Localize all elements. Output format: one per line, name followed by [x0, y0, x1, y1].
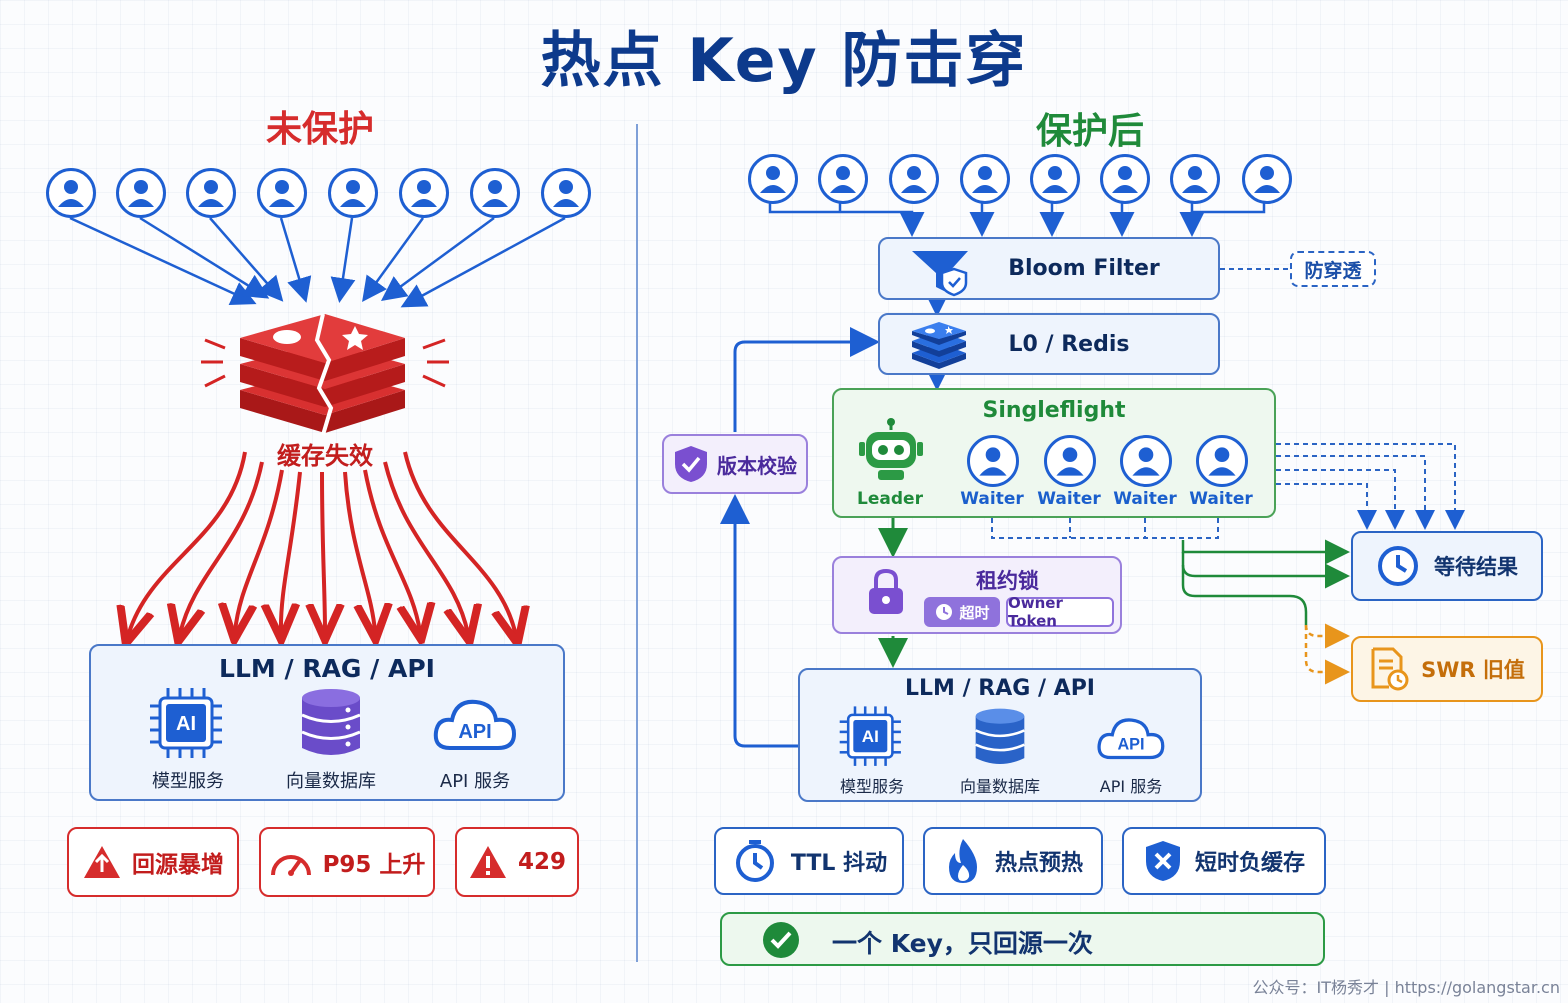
- database-icon: [301, 689, 361, 755]
- wait-result-label: 等待结果: [1434, 555, 1518, 579]
- clock-small-icon: [936, 604, 953, 620]
- bloom-filter-label: Bloom Filter: [1008, 256, 1160, 281]
- version-check-box: 版本校验: [662, 434, 808, 494]
- section-divider: [636, 124, 638, 962]
- clock-icon: [1378, 546, 1418, 586]
- lock-icon: [869, 568, 903, 614]
- waiter-user-icon: [1044, 435, 1096, 487]
- warning-up-icon: [84, 846, 120, 878]
- anti-penetration-tag: 防穿透: [1290, 251, 1376, 287]
- waiter-label: Waiter: [1189, 489, 1253, 509]
- user-icon: [399, 168, 449, 218]
- shield-check-icon: [675, 446, 707, 482]
- api-cloud-icon: API: [1097, 718, 1165, 760]
- service-label: API 服务: [1099, 777, 1163, 796]
- user-icon: [186, 168, 236, 218]
- user-icon: [328, 168, 378, 218]
- ai-chip-icon: AI: [150, 688, 222, 758]
- waiter-user-icon: [1120, 435, 1172, 487]
- feature-label: 短时负缓存: [1194, 851, 1305, 876]
- database-icon: [975, 708, 1025, 764]
- clock-icon: [735, 840, 774, 882]
- service-label: 模型服务: [152, 771, 224, 792]
- bloom-filter-box: Bloom Filter: [878, 237, 1220, 300]
- svg-text:AI: AI: [862, 727, 879, 746]
- user-icon: [116, 168, 166, 218]
- redis-label: L0 / Redis: [1008, 331, 1130, 357]
- service-label: 向量数据库: [959, 777, 1040, 796]
- right-heading: 保护后: [1035, 111, 1144, 152]
- gauge-icon: [270, 855, 311, 876]
- waiter-label: Waiter: [1113, 489, 1177, 509]
- waiter-label: Waiter: [1037, 489, 1101, 509]
- page-title: 热点 Key 防击穿: [540, 26, 1028, 96]
- waiter-user-icon: [967, 435, 1019, 487]
- swr-box: SWR 旧值: [1351, 636, 1543, 702]
- lease-lock-title: 租约锁: [976, 569, 1039, 593]
- feature-label: TTL 抖动: [790, 851, 888, 876]
- feature-negative-cache: 短时负缓存: [1122, 827, 1326, 895]
- user-icon: [960, 154, 1010, 204]
- waiter-user-icon: [1196, 435, 1248, 487]
- badge-label: P95 上升: [322, 852, 426, 878]
- shield-x-icon: [1145, 841, 1180, 881]
- svg-text:API: API: [1117, 735, 1144, 753]
- svg-text:AI: AI: [176, 713, 196, 735]
- conclusion-box: 一个 Key，只回源一次: [720, 912, 1325, 966]
- service-label: API 服务: [439, 771, 511, 792]
- owner-token-tag: Owner Token: [1006, 594, 1114, 630]
- user-icon: [470, 168, 520, 218]
- robot-icon: [859, 418, 923, 480]
- badge-429: 429: [455, 827, 579, 897]
- singleflight-title: Singleflight: [982, 398, 1126, 423]
- user-icon: [748, 154, 798, 204]
- service-label: 向量数据库: [286, 771, 376, 792]
- leader-label: Leader: [857, 489, 923, 509]
- version-check-label: 版本校验: [717, 453, 797, 478]
- svg-text:API: API: [458, 721, 491, 743]
- user-icon: [46, 168, 96, 218]
- user-icon: [541, 168, 591, 218]
- cache-failure-label: 缓存失效: [277, 442, 373, 470]
- feature-label: 热点预热: [994, 851, 1083, 876]
- redis-box: L0 / Redis: [878, 313, 1220, 375]
- badge-label: 回源暴增: [132, 852, 224, 878]
- broken-redis-icon: [201, 313, 449, 436]
- user-icon: [1242, 154, 1292, 204]
- check-circle-icon: [763, 922, 799, 958]
- waiter-label: Waiter: [960, 489, 1024, 509]
- feature-ttl-jitter: TTL 抖动: [714, 827, 904, 895]
- right-backend-title: LLM / RAG / API: [905, 676, 1095, 701]
- left-heading: 未保护: [265, 109, 374, 150]
- service-label: 模型服务: [839, 777, 904, 796]
- user-icon: [1030, 154, 1080, 204]
- user-icon: [818, 154, 868, 204]
- user-icon: [1170, 154, 1220, 204]
- badge-fallback-surge: 回源暴增: [67, 827, 239, 897]
- badge-label: 429: [517, 849, 566, 875]
- timeout-label: 超时: [959, 603, 990, 622]
- user-icon: [1100, 154, 1150, 204]
- wait-result-box: 等待结果: [1351, 531, 1543, 601]
- fire-icon: [948, 839, 977, 883]
- api-cloud-icon: API: [433, 699, 517, 750]
- conclusion-label: 一个 Key，只回源一次: [832, 929, 1093, 958]
- swr-label: SWR 旧值: [1421, 658, 1525, 682]
- user-icon: [889, 154, 939, 204]
- badge-p95: P95 上升: [259, 827, 435, 897]
- document-clock-icon: [1371, 647, 1409, 691]
- left-backend-title: LLM / RAG / API: [219, 654, 435, 683]
- timeout-tag: 超时: [924, 597, 1000, 627]
- feature-preheat: 热点预热: [923, 827, 1103, 895]
- footer-credit: 公众号：IT杨秀才 | https://golangstar.cn: [1252, 978, 1560, 997]
- warning-icon: [469, 846, 506, 878]
- funnel-shield-icon: [912, 251, 968, 297]
- ai-chip-icon: AI: [839, 706, 901, 766]
- user-icon: [257, 168, 307, 218]
- redis-icon: [912, 322, 966, 369]
